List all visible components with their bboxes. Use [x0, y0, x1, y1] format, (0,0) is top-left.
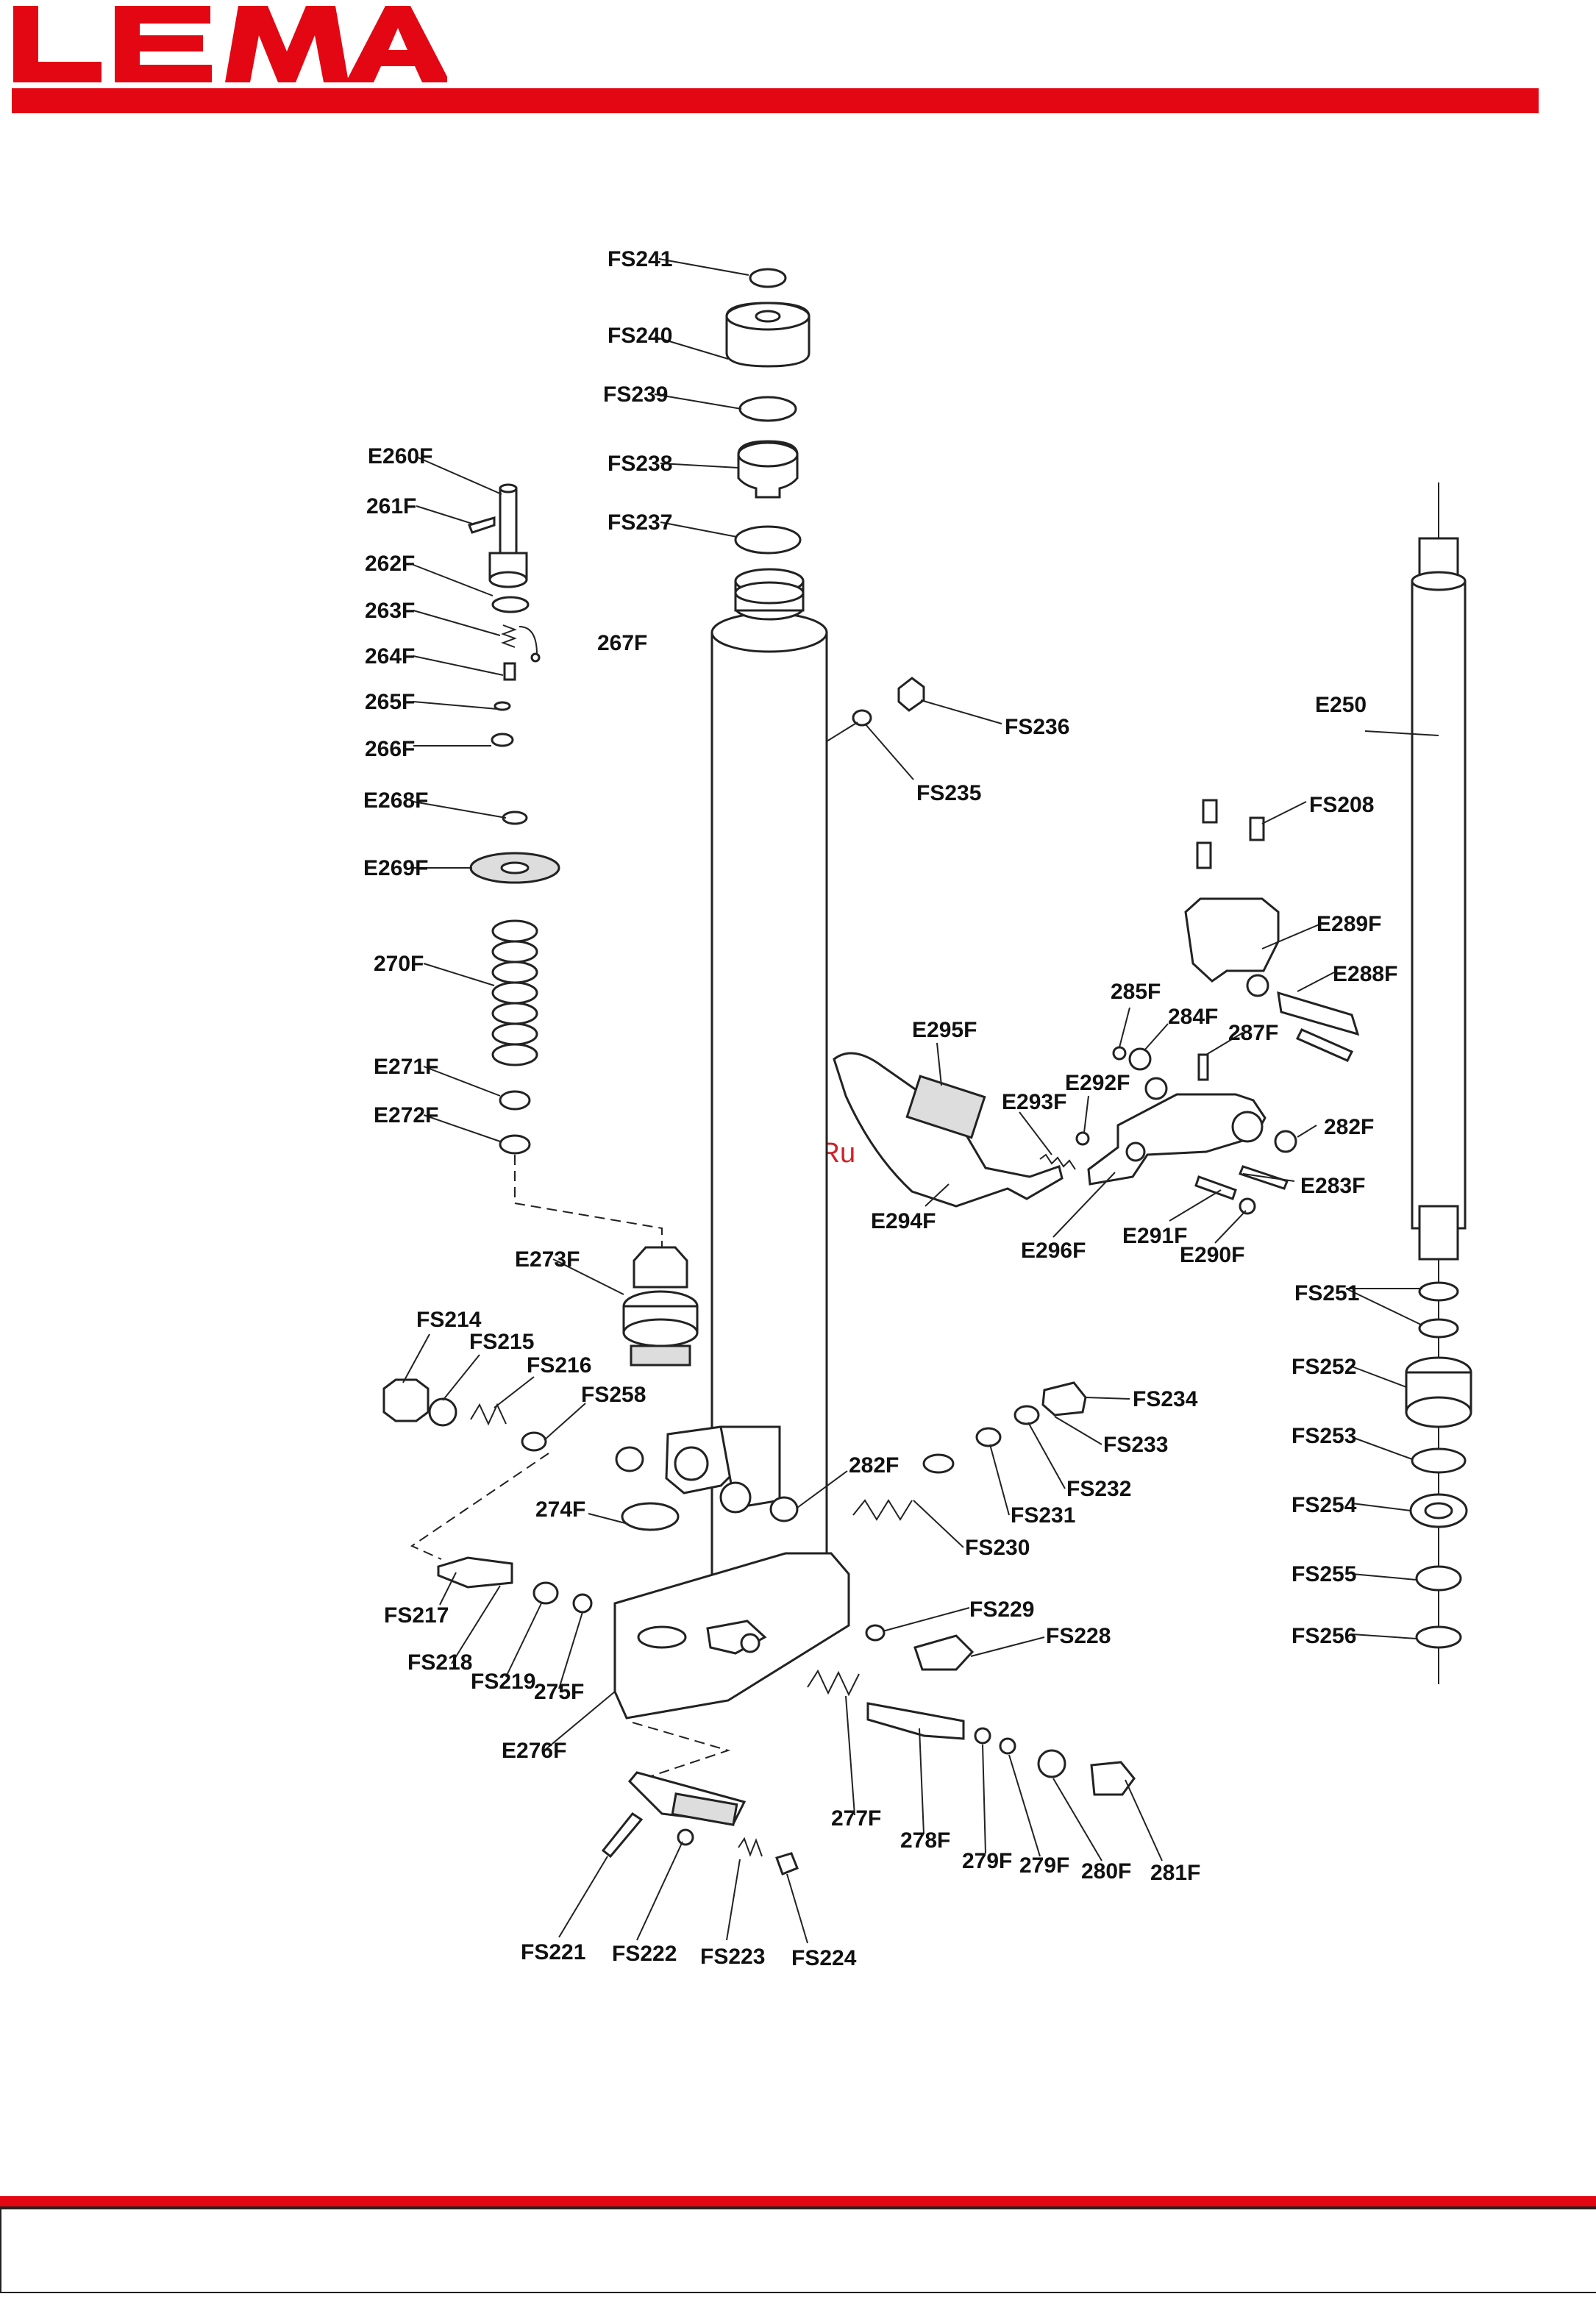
lema-logo	[13, 6, 447, 82]
left-valve-stack	[467, 483, 560, 1155]
label-FS214: FS214	[416, 1308, 482, 1332]
label-275F: 275F	[534, 1680, 584, 1704]
label-FS215: FS215	[469, 1330, 534, 1354]
label-278F: 278F	[900, 1828, 950, 1853]
label-FS233: FS233	[1103, 1433, 1168, 1457]
label-284F: 284F	[1168, 1005, 1218, 1029]
label-270F: 270F	[374, 952, 424, 976]
label-262F: 262F	[365, 552, 415, 576]
label-E291F: E291F	[1122, 1224, 1187, 1248]
pump-valve-line	[852, 1381, 1087, 1671]
label-261F: 261F	[366, 494, 416, 519]
label-FS218: FS218	[407, 1650, 472, 1675]
label-E250: E250	[1315, 693, 1367, 717]
label-FS252: FS252	[1292, 1355, 1356, 1379]
leader-lines	[402, 258, 1439, 1944]
foot-pedal	[601, 1722, 799, 1875]
label-FS240: FS240	[608, 324, 672, 348]
label-FS234: FS234	[1133, 1387, 1198, 1411]
label-E292F: E292F	[1065, 1071, 1130, 1095]
label-E272F: E272F	[374, 1103, 438, 1127]
label-E260F: E260F	[368, 444, 432, 469]
label-FS232: FS232	[1066, 1477, 1131, 1501]
label-FS255: FS255	[1292, 1562, 1356, 1586]
base-block	[613, 1425, 850, 1720]
label-E268F: E268F	[363, 788, 428, 813]
label-FS253: FS253	[1292, 1424, 1356, 1448]
label-E288F: E288F	[1333, 962, 1397, 986]
label-FS238: FS238	[608, 452, 672, 476]
label-282F_a: 282F	[1324, 1115, 1374, 1139]
label-267F: 267F	[597, 631, 647, 655]
label-E273F: E273F	[515, 1247, 580, 1272]
label-264F: 264F	[365, 644, 415, 669]
fs235-fs236-parts	[826, 677, 925, 742]
label-E290F: E290F	[1180, 1243, 1244, 1267]
label-285F: 285F	[1111, 980, 1161, 1004]
label-FS229: FS229	[969, 1597, 1034, 1622]
label-FS241: FS241	[608, 247, 672, 271]
label-FS228: FS228	[1046, 1624, 1111, 1648]
label-263F: 263F	[365, 599, 415, 623]
lower-valve-line	[807, 1669, 1136, 1796]
label-E276F: E276F	[502, 1739, 566, 1763]
bracket-assembly	[1087, 799, 1360, 1215]
label-279F_a: 279F	[962, 1849, 1012, 1873]
header-red-bar	[12, 88, 1539, 113]
left-pump-parts	[382, 1378, 593, 1614]
label-E293F: E293F	[1002, 1090, 1066, 1114]
label-E269F: E269F	[363, 856, 428, 880]
label-FS231: FS231	[1011, 1503, 1075, 1528]
rod-e250	[1405, 482, 1472, 1684]
label-FS216: FS216	[527, 1353, 591, 1378]
label-FS236: FS236	[1005, 715, 1069, 739]
label-E294F: E294F	[871, 1209, 936, 1233]
label-E289F: E289F	[1317, 912, 1381, 936]
label-FS254: FS254	[1292, 1493, 1357, 1517]
pedal-assembly	[833, 1052, 1090, 1208]
footer-red-band	[0, 2196, 1596, 2206]
label-279F_b: 279F	[1019, 1853, 1069, 1878]
label-FS237: FS237	[608, 510, 672, 535]
label-FS217: FS217	[384, 1603, 449, 1628]
label-FS208: FS208	[1309, 793, 1374, 817]
fitting-e273f	[622, 1246, 699, 1367]
label-FS258: FS258	[581, 1383, 646, 1407]
label-266F: 266F	[365, 737, 415, 761]
label-FS256: FS256	[1292, 1624, 1356, 1648]
label-FS221: FS221	[521, 1940, 585, 1964]
label-FS239: FS239	[603, 382, 668, 407]
footer-box	[0, 2206, 1596, 2293]
label-FS224: FS224	[791, 1946, 857, 1970]
top-stack-parts	[725, 268, 811, 555]
label-FS230: FS230	[965, 1536, 1030, 1560]
label-FS223: FS223	[700, 1945, 765, 1969]
label-282F_b: 282F	[849, 1453, 899, 1478]
label-FS219: FS219	[471, 1670, 535, 1694]
label-FS251: FS251	[1294, 1281, 1359, 1305]
part-labels: FS241 FS240 FS239 FS238 FS237 E260F 261F…	[363, 247, 1397, 1970]
label-E295F: E295F	[912, 1018, 977, 1042]
label-E296F: E296F	[1021, 1239, 1086, 1263]
label-265F: 265F	[365, 690, 415, 714]
label-277F: 277F	[831, 1806, 881, 1831]
label-281F: 281F	[1150, 1861, 1200, 1885]
label-280F: 280F	[1081, 1859, 1131, 1884]
label-287F: 287F	[1228, 1021, 1278, 1045]
label-FS235: FS235	[916, 781, 981, 805]
label-E271F: E271F	[374, 1055, 438, 1079]
label-274F: 274F	[535, 1497, 585, 1522]
label-E283F: E283F	[1300, 1174, 1365, 1198]
label-FS222: FS222	[612, 1942, 677, 1966]
